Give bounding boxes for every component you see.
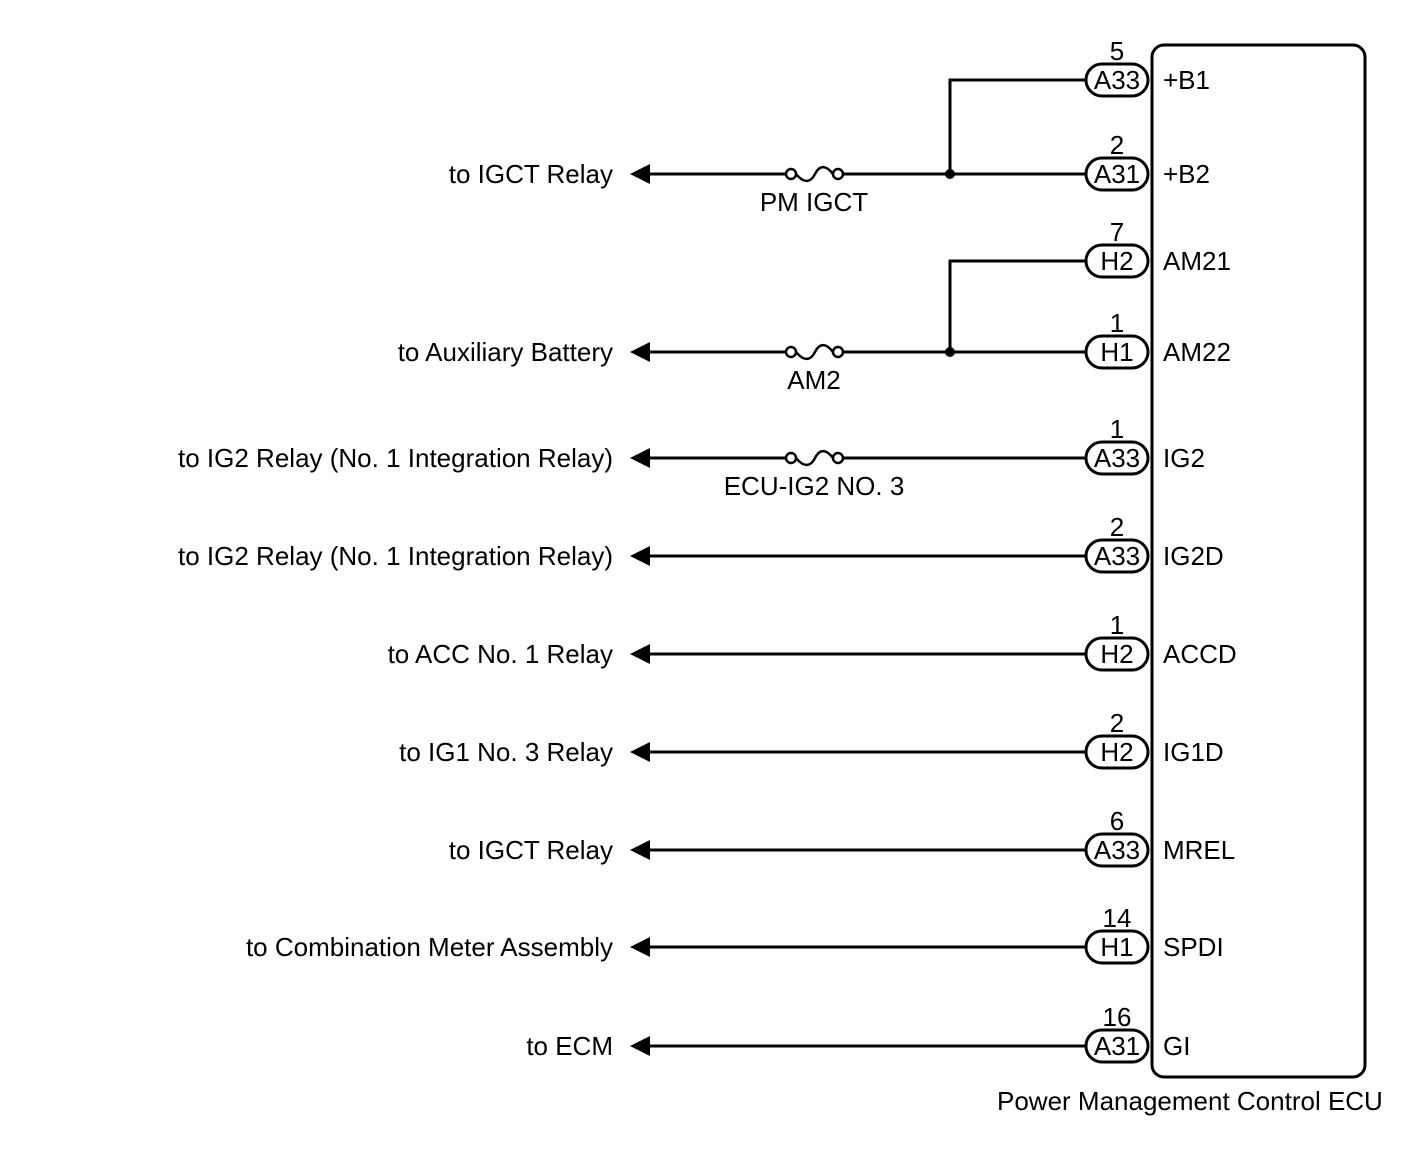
connector-code: A33 xyxy=(1094,443,1140,473)
fuse-label: PM IGCT xyxy=(760,187,868,217)
connector-code: A31 xyxy=(1094,1031,1140,1061)
fuse-symbol xyxy=(784,165,845,183)
connector-code: H2 xyxy=(1100,639,1133,669)
pin-number: 7 xyxy=(1110,217,1124,247)
connector-code: A33 xyxy=(1094,65,1140,95)
branch-wire-b1 xyxy=(948,78,1086,174)
terminal-name: +B1 xyxy=(1163,65,1210,95)
arrow-head-icon xyxy=(630,937,650,957)
terminal-name: IG1D xyxy=(1163,737,1224,767)
destination-label: to IGCT Relay xyxy=(449,159,613,189)
destination-label: to IG2 Relay (No. 1 Integration Relay) xyxy=(178,443,613,473)
arrow-head-icon xyxy=(630,742,650,762)
destination-label: to Auxiliary Battery xyxy=(398,337,613,367)
terminal-name: +B2 xyxy=(1163,159,1210,189)
terminal-name: GI xyxy=(1163,1031,1190,1061)
pin-number: 16 xyxy=(1103,1002,1132,1032)
pin-number: 14 xyxy=(1103,903,1132,933)
arrow-head-icon xyxy=(630,342,650,362)
connector-code: A33 xyxy=(1094,835,1140,865)
pin-number: 1 xyxy=(1110,414,1124,444)
ecu-box xyxy=(1150,43,1367,1079)
connector-code: H2 xyxy=(1100,246,1133,276)
connector-oval xyxy=(1084,62,1150,98)
terminal-name: SPDI xyxy=(1163,932,1224,962)
fuse-label: AM2 xyxy=(787,365,840,395)
wire-row-am21: 7H2 AM21 xyxy=(1084,217,1231,279)
connector-oval xyxy=(1084,243,1150,279)
pin-number: 1 xyxy=(1110,308,1124,338)
pin-number: 6 xyxy=(1110,806,1124,836)
connector-code: H1 xyxy=(1100,337,1133,367)
destination-label: to IG2 Relay (No. 1 Integration Relay) xyxy=(178,541,613,571)
destination-label: to IGCT Relay xyxy=(449,835,613,865)
terminal-name: MREL xyxy=(1163,835,1235,865)
connector-code: H1 xyxy=(1100,932,1133,962)
fuse-symbol xyxy=(784,449,845,467)
destination-label: to ACC No. 1 Relay xyxy=(388,639,613,669)
connector-code: A31 xyxy=(1094,159,1140,189)
wire-row-ig1d: 2H2 IG1D to IG1 No. 3 Relay xyxy=(399,708,1224,770)
connector-code: A33 xyxy=(1094,541,1140,571)
connector-code: H2 xyxy=(1100,737,1133,767)
pin-number: 2 xyxy=(1110,708,1124,738)
terminal-name: IG2D xyxy=(1163,541,1224,571)
arrow-head-icon xyxy=(630,840,650,860)
pin-number: 2 xyxy=(1110,512,1124,542)
destination-label: to ECM xyxy=(526,1031,613,1061)
wire-row-accd: 1H2 ACCD to ACC No. 1 Relay xyxy=(388,610,1237,672)
branch-wire-am21 xyxy=(948,259,1086,352)
pin-number: 5 xyxy=(1110,36,1124,66)
pin-number: 2 xyxy=(1110,130,1124,160)
fuse-symbol xyxy=(784,343,845,361)
terminal-name: ACCD xyxy=(1163,639,1237,669)
arrow-head-icon xyxy=(630,1036,650,1056)
arrow-head-icon xyxy=(630,546,650,566)
terminal-name: AM22 xyxy=(1163,337,1231,367)
fuse-label: ECU-IG2 NO. 3 xyxy=(724,471,905,501)
pin-number: 1 xyxy=(1110,610,1124,640)
ecu-label: Power Management Control ECU xyxy=(997,1086,1383,1116)
destination-label: to Combination Meter Assembly xyxy=(246,932,613,962)
arrow-head-icon xyxy=(630,644,650,664)
arrow-head-icon xyxy=(630,164,650,184)
arrow-head-icon xyxy=(630,448,650,468)
terminal-name: IG2 xyxy=(1163,443,1205,473)
terminal-name: AM21 xyxy=(1163,246,1231,276)
destination-label: to IG1 No. 3 Relay xyxy=(399,737,613,767)
